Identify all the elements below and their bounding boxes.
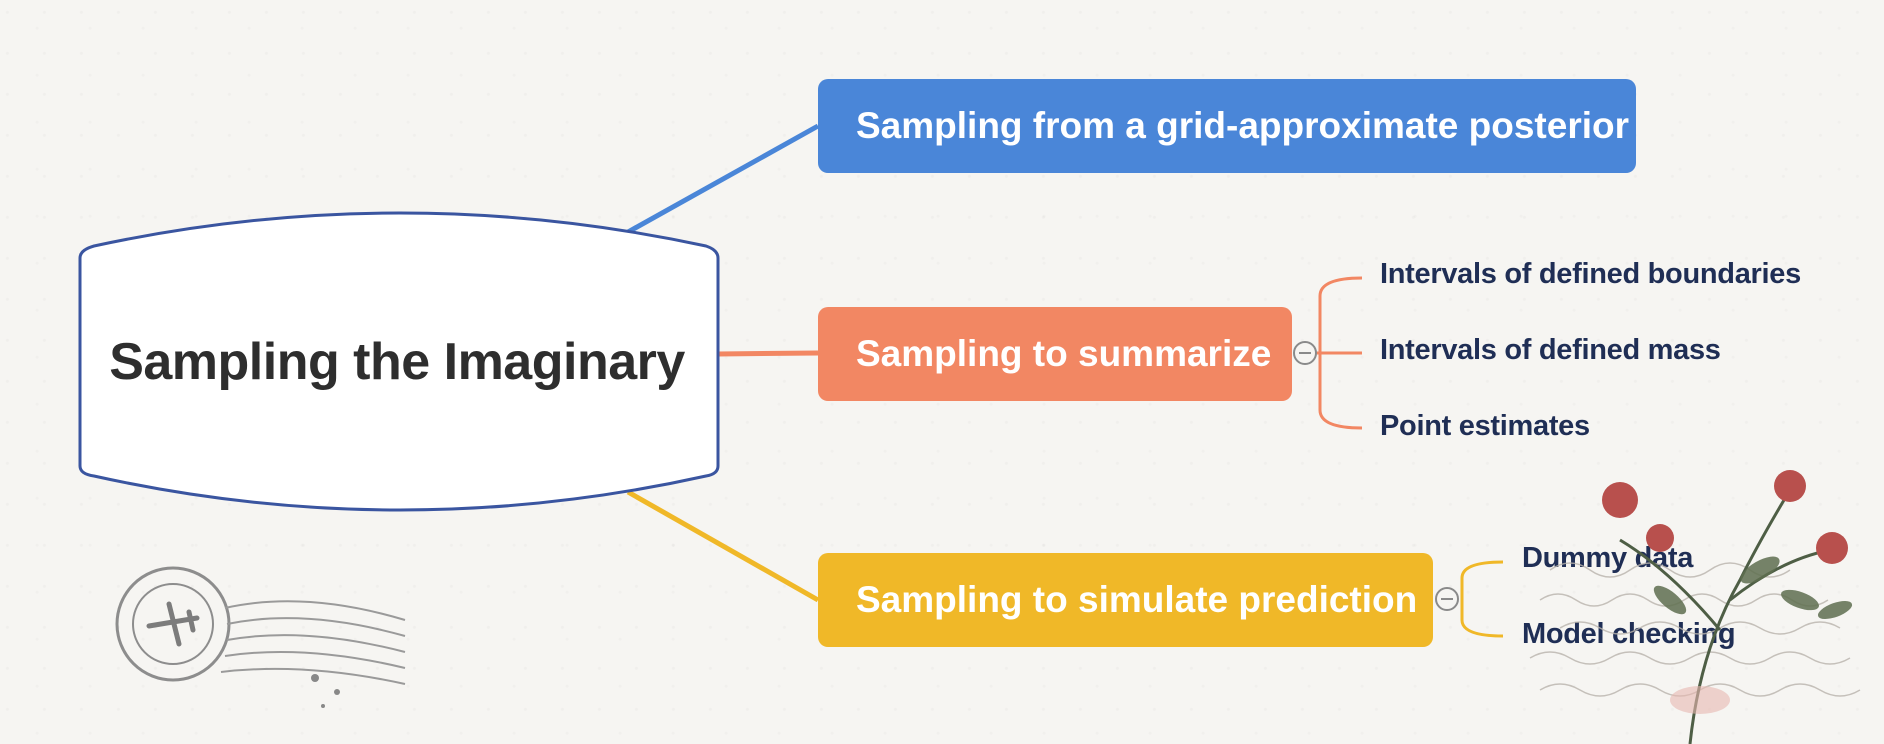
collapse-toggle-summarize[interactable] (1293, 341, 1317, 365)
subtopic-intervals-defined-boundaries[interactable]: Intervals of defined boundaries (1380, 258, 1801, 290)
bracket-topic-2 (1308, 276, 1363, 430)
collapse-toggle-simulate[interactable] (1435, 587, 1459, 611)
topic-grid-approximate-posterior[interactable]: Sampling from a grid-approximate posteri… (818, 79, 1636, 173)
subtopic-point-estimates[interactable]: Point estimates (1380, 410, 1590, 442)
postmark-stamp-icon (115, 566, 406, 708)
root-node-title[interactable]: Sampling the Imaginary (109, 333, 685, 391)
subtopic-intervals-defined-mass[interactable]: Intervals of defined mass (1380, 334, 1721, 366)
topic-sampling-to-summarize[interactable]: Sampling to summarize (818, 307, 1292, 401)
connector-topic-2 (717, 350, 819, 357)
connector-topic-1 (626, 123, 820, 235)
bracket-topic-3 (1460, 560, 1504, 638)
root-node-shape (78, 211, 720, 512)
rose-decoration-icon (1529, 470, 1861, 744)
topic-simulate-prediction[interactable]: Sampling to simulate prediction (818, 553, 1433, 647)
connector-topic-3 (626, 489, 820, 603)
